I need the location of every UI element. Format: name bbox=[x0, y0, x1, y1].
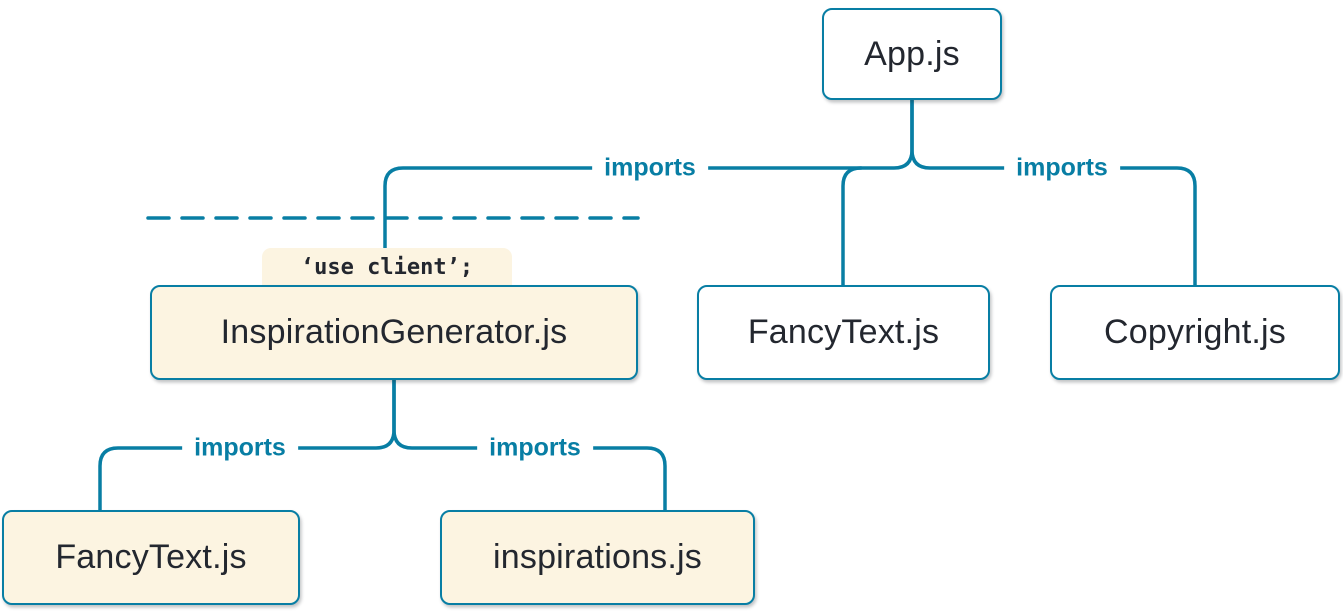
imports-label: imports bbox=[477, 431, 593, 465]
node-fancy-text-client: FancyText.js bbox=[2, 510, 300, 605]
edge-app-to-fancy-text bbox=[841, 166, 863, 287]
node-inspiration-generator: InspirationGenerator.js bbox=[150, 285, 638, 380]
node-copyright: Copyright.js bbox=[1050, 285, 1340, 380]
node-fancy-text: FancyText.js bbox=[697, 285, 990, 380]
imports-label: imports bbox=[182, 431, 298, 465]
use-client-directive-badge: ‘use client’; bbox=[262, 248, 512, 286]
imports-label: imports bbox=[1004, 151, 1120, 185]
imports-label: imports bbox=[592, 151, 708, 185]
node-inspirations: inspirations.js bbox=[440, 510, 755, 605]
node-app: App.js bbox=[822, 8, 1002, 100]
edge-app-to-copyright bbox=[910, 98, 1197, 287]
